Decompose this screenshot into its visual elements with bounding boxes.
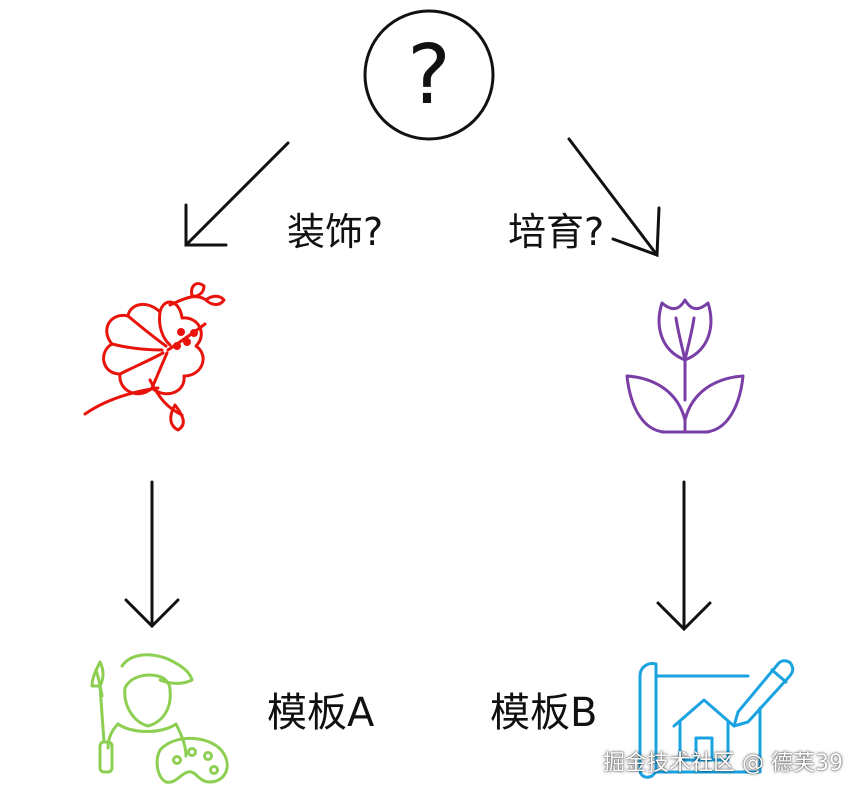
arrow-left-down	[124, 480, 180, 629]
arrow-to-left-branch	[184, 141, 290, 247]
painter-artist-icon	[90, 653, 229, 784]
template-a-label: 模板A	[267, 690, 375, 736]
watermark: 掘金技术社区 @ 德芙39	[603, 751, 843, 776]
root-question-mark: ?	[407, 28, 451, 123]
root-question-node: ?	[363, 9, 495, 141]
left-branch-question: 装饰?	[287, 210, 383, 254]
hibiscus-flower-icon	[83, 282, 226, 432]
right-branch-question: 培育?	[508, 210, 604, 254]
arrow-right-down	[656, 480, 712, 632]
template-b-label: 模板B	[490, 690, 597, 736]
tulip-icon	[625, 298, 745, 434]
house-blueprint-icon	[638, 659, 795, 779]
arrow-to-right-branch	[567, 137, 661, 258]
